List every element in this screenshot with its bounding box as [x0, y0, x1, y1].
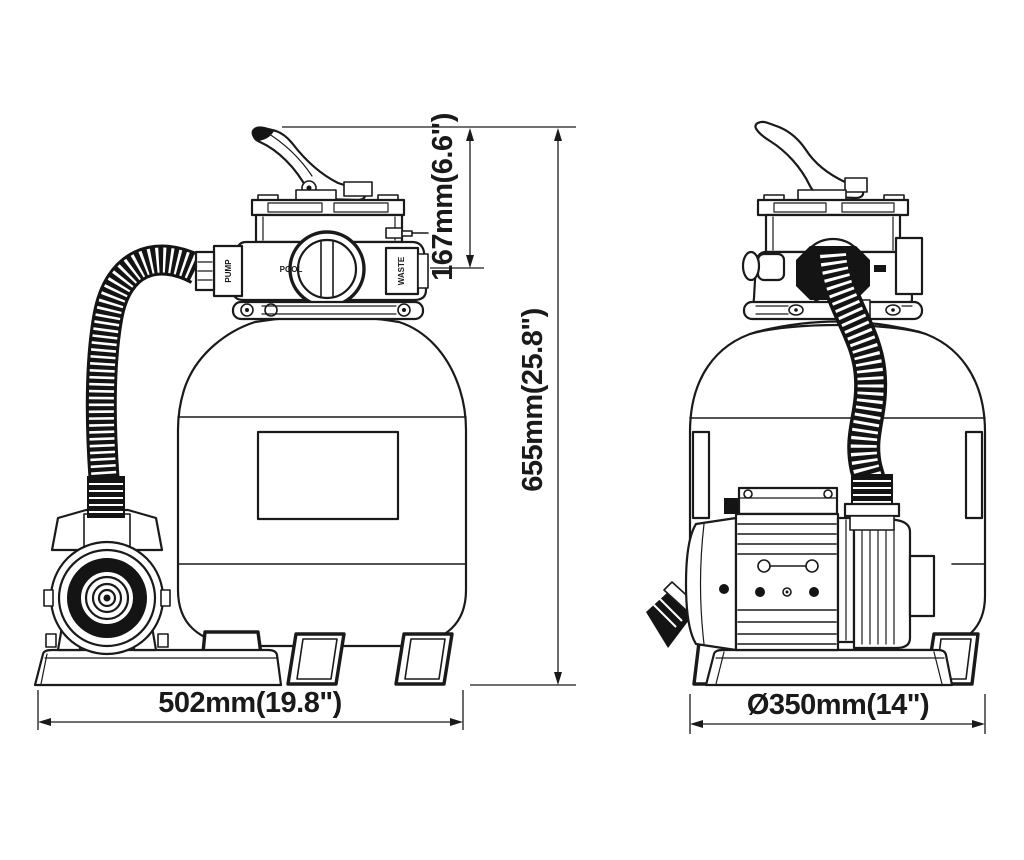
pump-front	[43, 508, 171, 656]
drain-knob	[741, 250, 786, 282]
pump-bracket	[50, 508, 164, 552]
hose-connector-flange	[843, 502, 901, 518]
dim-total-height: 655mm(25.8")	[517, 128, 562, 685]
valve-port-right: WASTE	[384, 246, 429, 296]
tank-label-panel	[256, 430, 400, 521]
valve-handle-side	[754, 120, 868, 202]
hose-front	[85, 244, 216, 518]
dim-tank-diameter: Ø350mm(14")	[689, 689, 986, 734]
front-view: POOL PUMP WASTE	[33, 126, 468, 687]
multiport-valve-front: POOL PUMP WASTE	[212, 126, 429, 321]
valve-top-plate-side	[756, 198, 910, 217]
valve-label-pool: POOL	[280, 265, 303, 274]
dim-total-height-label: 655mm(25.8")	[517, 308, 549, 491]
filter-tank-front	[176, 314, 468, 648]
pump-side	[646, 474, 936, 652]
valve-upper-body-side	[764, 213, 902, 254]
clamp-ring-front	[231, 300, 425, 321]
pump-volute	[852, 512, 912, 650]
base-side	[704, 648, 954, 687]
motor-end-bell	[684, 516, 738, 652]
motor-body	[734, 512, 840, 652]
valve-label-pump: PUMP	[224, 259, 233, 283]
valve-handle-front	[251, 126, 373, 202]
side-view	[646, 120, 987, 687]
dimensions: 167mm(6.6") 655mm(25.8") 502mm(19.8") Ø3…	[37, 113, 986, 734]
dim-tank-diameter-label: Ø350mm(14")	[747, 689, 929, 721]
motor-face-dark-ring	[67, 558, 147, 638]
pump-outlet-block	[908, 554, 936, 618]
dim-valve-height-label: 167mm(6.6")	[427, 113, 459, 281]
tank-strip-right	[964, 430, 984, 520]
valve-top-plate	[250, 198, 406, 217]
tank-strip-left	[691, 430, 711, 520]
dim-total-width-label: 502mm(19.8")	[158, 687, 341, 719]
pump-hose-threads	[851, 474, 893, 506]
valve-label-waste: WASTE	[397, 256, 406, 285]
motor-top-cap	[737, 486, 839, 516]
hose-side	[816, 252, 888, 487]
multiport-valve-side	[741, 120, 928, 336]
bleed-valve	[385, 227, 429, 239]
valve-port-side-right	[894, 236, 924, 296]
dim-valve-height: 167mm(6.6")	[427, 113, 474, 281]
dim-total-width: 502mm(19.8")	[37, 687, 464, 730]
base-front	[33, 648, 283, 687]
valve-port-left: PUMP	[212, 244, 244, 298]
